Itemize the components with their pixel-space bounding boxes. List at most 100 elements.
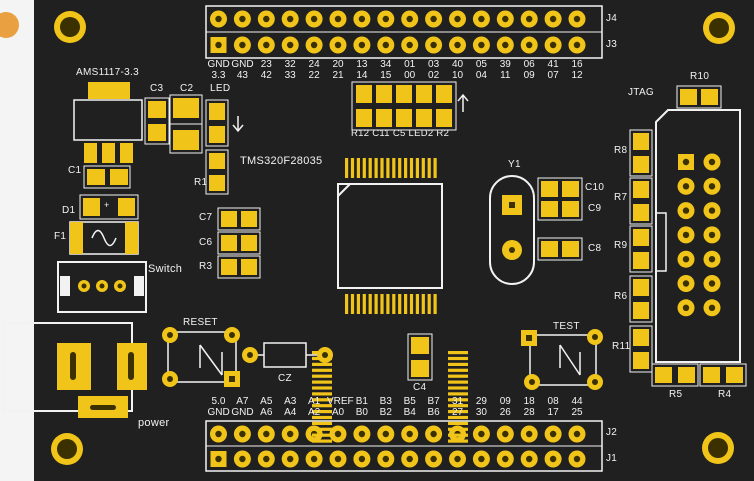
header-j3-j4 (205, 5, 603, 59)
header-j1-pin (472, 450, 490, 468)
label-j1: J1 (606, 453, 618, 464)
header-j3-pin (472, 36, 490, 54)
header-j2-pin (233, 425, 251, 443)
mcu-lead (312, 415, 332, 420)
header-j4-pin (305, 10, 323, 28)
label-r5: R5 (669, 389, 683, 400)
label-f1: F1 (54, 231, 67, 242)
label-c9: C9 (588, 203, 602, 214)
mcu-lead (386, 158, 390, 178)
header-j1-pin (281, 450, 299, 468)
mcu-lead (421, 158, 425, 178)
header-pin-label: 11 (500, 70, 511, 81)
mounting-hole-bl (51, 433, 83, 465)
label-c10: C10 (585, 182, 605, 193)
label-y1: Y1 (508, 159, 521, 170)
header-j2-pin (520, 425, 538, 443)
header-pin-label: 10 (451, 70, 464, 81)
header-j1-j2 (205, 420, 603, 472)
header-pin-label: 04 (475, 70, 487, 81)
header-j3-pin (520, 36, 538, 54)
label-c6: C6 (199, 237, 213, 248)
reset-button (162, 327, 240, 387)
jtag-pin (677, 250, 695, 268)
jtag-pin (703, 299, 721, 317)
header-pin-label: 24 (308, 59, 320, 70)
mcu-lead (312, 374, 332, 378)
header-j4-pin (377, 10, 395, 28)
label-j4: J4 (606, 13, 618, 24)
header-pin-label: 12 (571, 70, 583, 81)
header-j2-pin (377, 425, 395, 443)
label-power: power (138, 417, 170, 429)
header-j4-pin (520, 10, 538, 28)
label-c2: C2 (180, 83, 194, 94)
header-pin-label: A2 (307, 407, 321, 418)
header-pin-label: A0 (331, 407, 345, 418)
resistor-r3 (217, 255, 261, 279)
label-switch: Switch (148, 263, 183, 275)
header-pin-label: 09 (499, 396, 511, 407)
mounting-hole-br (702, 432, 734, 464)
mcu-lead (448, 421, 468, 425)
header-pin-label: 15 (380, 70, 392, 81)
header-pin-label: 01 (404, 59, 416, 70)
header-j1-pin (353, 450, 371, 468)
jtag-connector (655, 109, 741, 363)
header-pin-label: 20 (332, 59, 344, 70)
header-pin-label: B0 (355, 407, 368, 418)
header-pin-label: 39 (499, 59, 511, 70)
header-pin-label: 08 (547, 396, 559, 407)
header-pin-label: A6 (260, 407, 273, 418)
mcu-lead (448, 392, 468, 396)
fuse-f1 (69, 221, 139, 255)
mcu-tms320f28035 (312, 158, 468, 443)
mcu-lead (448, 415, 468, 420)
header-pin-label: 02 (428, 70, 440, 81)
header-j4-pin (568, 10, 586, 28)
mcu-lead (404, 158, 408, 178)
header-pin-label: 21 (332, 70, 344, 81)
mcu-lead (392, 158, 396, 178)
capacitor-c6 (217, 231, 261, 255)
mcu-lead (312, 362, 332, 366)
label-mid-row: R12 C11 C5 LED2 R2 (351, 128, 450, 139)
mcu-lead (448, 374, 468, 378)
mcu-lead (433, 158, 437, 178)
mcu-lead (350, 294, 355, 314)
label-jtag: JTAG (628, 87, 655, 98)
header-j4-pin (210, 10, 227, 28)
header-pin-label: A1 (307, 396, 321, 407)
mcu-lead (415, 158, 419, 178)
mcu-lead (448, 368, 468, 372)
component-row-r12-r2 (351, 81, 469, 131)
header-pin-label: 25 (571, 407, 583, 418)
mcu-lead (350, 158, 355, 178)
label-led: LED (210, 83, 231, 94)
header-j4-pin (401, 10, 419, 28)
header-j4-pin (496, 10, 514, 28)
capacitor-c10-c9 (537, 177, 583, 221)
mcu-lead (368, 158, 372, 178)
jtag-pin (678, 154, 694, 170)
header-pin-label: 18 (523, 396, 535, 407)
header-j1-pin (329, 450, 347, 468)
header-j3-pin (544, 36, 562, 54)
mounting-hole-tl (54, 11, 86, 43)
header-j2-pin (329, 425, 347, 443)
label-r4: R4 (718, 389, 732, 400)
label-reset: RESET (183, 317, 218, 328)
label-r3: R3 (199, 261, 213, 272)
mcu-lead (448, 433, 468, 437)
jtag-pin (677, 177, 695, 195)
jtag-pin (703, 177, 721, 195)
header-j4-pin (233, 10, 251, 28)
label-j3: J3 (606, 39, 618, 50)
mcu-lead (415, 294, 419, 314)
mcu-lead (356, 294, 360, 314)
header-pin-label: 41 (547, 59, 559, 70)
header-pin-label: 06 (523, 59, 535, 70)
mcu-lead (398, 294, 402, 314)
mcu-lead (386, 294, 390, 314)
header-j2-pin (257, 425, 275, 443)
